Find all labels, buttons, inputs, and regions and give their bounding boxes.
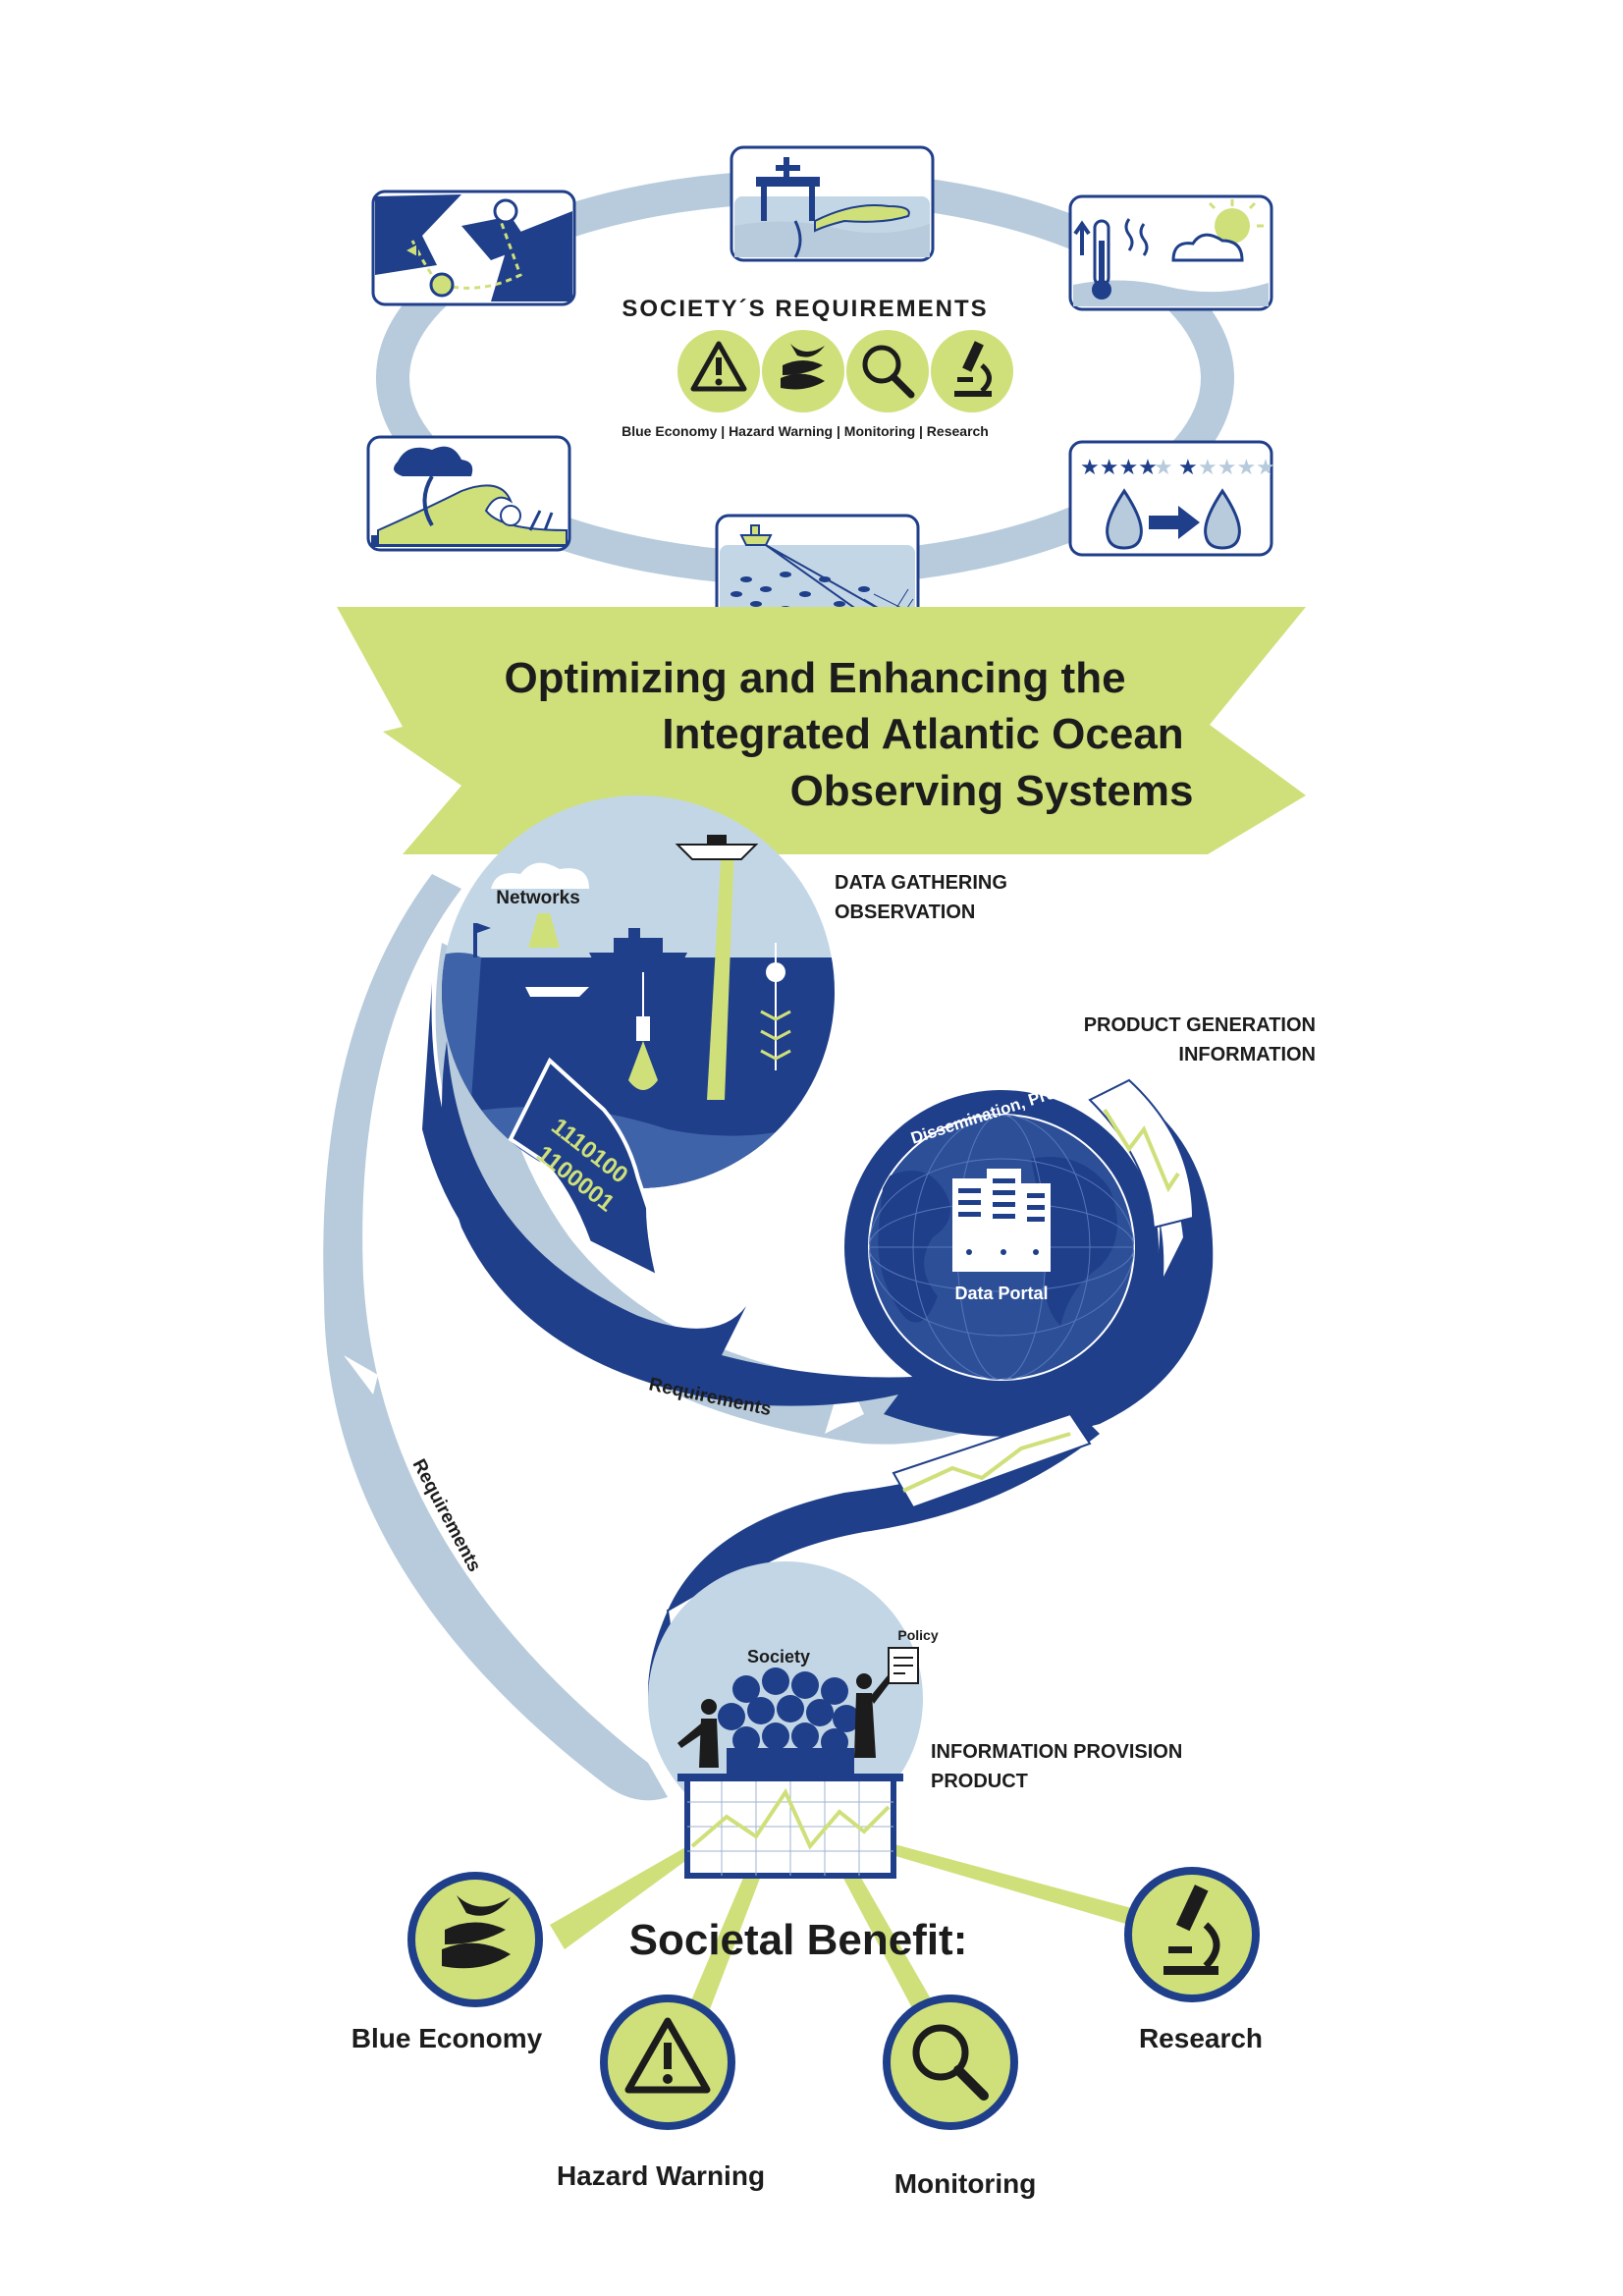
warning-icon (677, 330, 760, 412)
hazard-warning-label: Hazard Warning (557, 2160, 765, 2191)
tile-climate (1068, 194, 1273, 311)
product-heading: PRODUCT (931, 1771, 1028, 1792)
tile-fishing (715, 514, 920, 630)
banner-line-2: Integrated Atlantic Ocean (662, 710, 1183, 758)
svg-text:★: ★ (1154, 455, 1173, 479)
policy-figure (854, 1673, 893, 1758)
product-generation-heading: PRODUCT GENERATION (1084, 1014, 1316, 1036)
check-icon (493, 198, 518, 224)
requirements-cycle: ★★★★ ★ ★ ★★★★ SOCIETY´S REQUIREMENTS (366, 145, 1275, 630)
blue-economy-icon (407, 1872, 543, 2007)
blue-economy-icon (762, 330, 844, 412)
microscope-icon (1124, 1867, 1260, 2002)
banner-line-3: Observing Systems (790, 767, 1194, 815)
data-portal-label: Data Portal (954, 1284, 1048, 1303)
research-label: Research (1139, 2023, 1263, 2053)
policy-document (888, 1647, 919, 1684)
requirements-flow-outer (323, 874, 668, 1801)
product-chart (677, 1774, 903, 1879)
networks-label: Networks (496, 888, 580, 908)
requirements-categories: Blue Economy | Hazard Warning | Monitori… (622, 423, 989, 439)
tile-offshore-platform (730, 145, 935, 262)
monitoring-label: Monitoring (894, 2168, 1037, 2199)
data-gathering-heading: DATA GATHERING (835, 872, 1007, 894)
policy-label: Policy (897, 1627, 938, 1643)
benefit-rays (550, 1841, 1139, 2043)
banner-line-1: Optimizing and Enhancing the (504, 654, 1125, 702)
information-heading: INFORMATION (1178, 1044, 1316, 1066)
society-requirements-title: SOCIETY´S REQUIREMENTS (622, 296, 988, 322)
cross-icon (429, 272, 455, 298)
presenter-figure (677, 1699, 719, 1768)
tile-route-planning (371, 190, 576, 306)
society-label: Society (747, 1647, 810, 1667)
svg-text:★★★★: ★★★★ (1080, 455, 1158, 479)
microscope-icon (931, 330, 1013, 412)
magnifier-icon (883, 1995, 1018, 2130)
warning-icon (600, 1995, 735, 2130)
benefit-blue-economy: Blue Economy (352, 1872, 543, 2053)
societal-benefit-title: Societal Benefit: (629, 1916, 968, 1964)
benefit-monitoring: Monitoring (883, 1995, 1037, 2199)
title-banner: Optimizing and Enhancing the Integrated … (337, 607, 1306, 854)
society-circle: Society Policy (648, 1561, 939, 1836)
benefit-hazard-warning: Hazard Warning (557, 1995, 765, 2191)
svg-text:★★★★: ★★★★ (1198, 455, 1275, 479)
svg-text:★: ★ (1178, 455, 1198, 479)
server-icon (952, 1169, 1051, 1272)
blue-economy-label: Blue Economy (352, 2023, 543, 2053)
information-provision-heading: INFORMATION PROVISION (931, 1741, 1182, 1763)
benefit-research: Research (1124, 1867, 1263, 2053)
tile-water-quality: ★★★★ ★ ★ ★★★★ (1068, 440, 1275, 557)
magnifier-icon (846, 330, 929, 412)
product-generation-spiral: Data Portal Dissemination, Prediction (844, 1066, 1214, 1437)
data-label: Data (675, 1279, 720, 1319)
observation-heading: OBSERVATION (835, 902, 975, 923)
tile-storm (366, 435, 571, 552)
